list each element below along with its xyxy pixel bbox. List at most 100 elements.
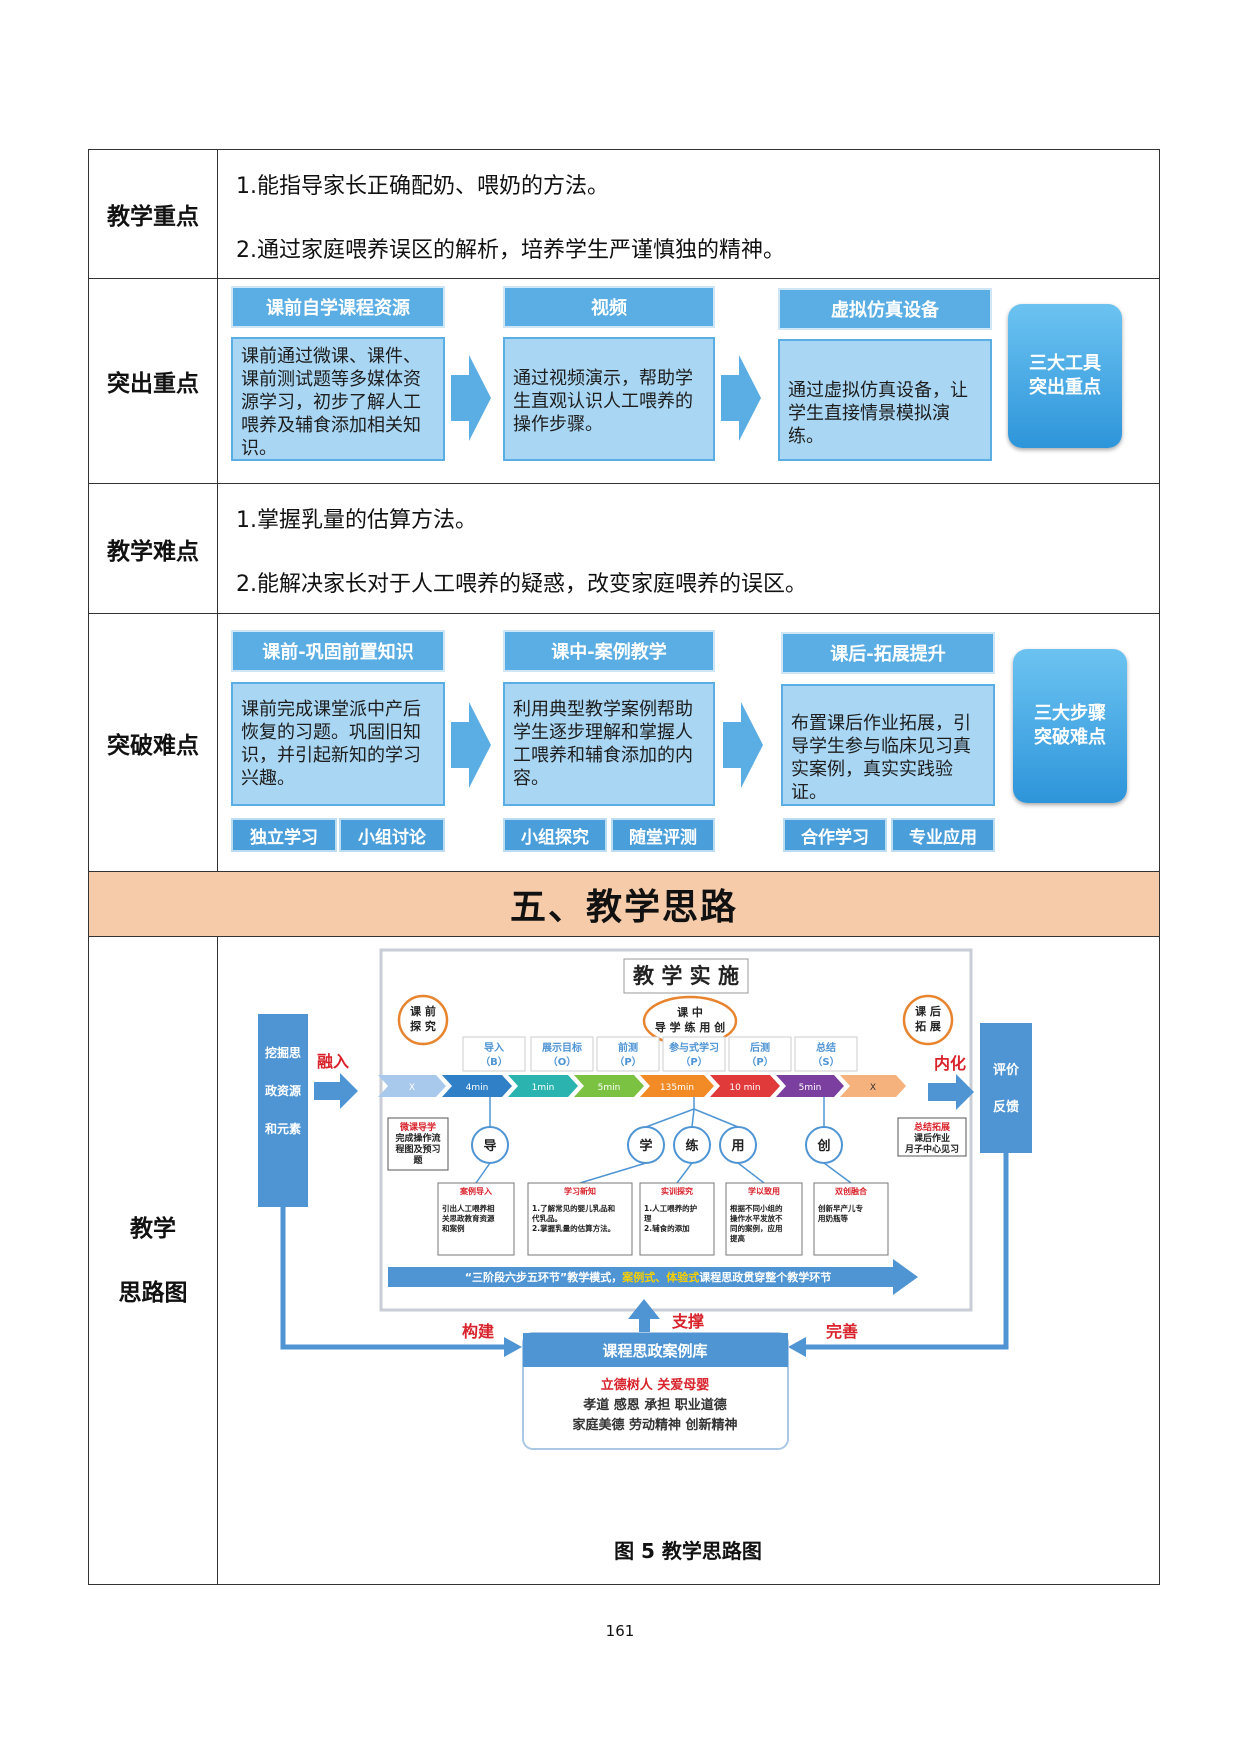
breakthrough-step-3-title: 课后-拓展提升 bbox=[781, 632, 995, 674]
arrow-right-icon bbox=[314, 1073, 358, 1109]
figure-title-box bbox=[623, 958, 749, 994]
lesson-plan-table: 教学重点 1.能指导家长正确配奶、喂奶的方法。 2.通过家庭喂养误区的解析，培养… bbox=[88, 149, 1160, 1585]
case-library-line2: 孝道 感恩 承担 职业道德 bbox=[582, 1397, 727, 1413]
highlight-step-3-title: 虚拟仿真设备 bbox=[778, 288, 992, 330]
circle-pre-class-l2: 探 究 bbox=[410, 1019, 436, 1033]
page-number: 161 bbox=[605, 1622, 635, 1640]
case-library-title: 课程思政案例库 bbox=[602, 1342, 707, 1360]
note-left-l3: 程图及预习 bbox=[395, 1143, 440, 1155]
stage-box bbox=[662, 1036, 726, 1072]
left-source-box bbox=[258, 1014, 308, 1207]
stage-name: 后测 bbox=[750, 1041, 770, 1054]
node-circle bbox=[471, 1126, 509, 1164]
node-label: 创 bbox=[816, 1138, 830, 1154]
breakthrough-step-1-title: 课前-巩固前置知识 bbox=[231, 630, 445, 672]
circle-after-class bbox=[902, 994, 954, 1046]
case-library-line3: 家庭美德 劳动精神 创新精神 bbox=[572, 1417, 737, 1433]
connector-line bbox=[823, 1162, 852, 1184]
highlight-step-2-body: 通过视频演示，帮助学生直观认识人工喂养的操作步骤。 bbox=[503, 337, 715, 461]
stage-box bbox=[462, 1036, 526, 1072]
case-library-line1: 立德树人 关爱母婴 bbox=[601, 1377, 710, 1393]
stage-code: （P） bbox=[746, 1055, 773, 1068]
step-card-title: 双创融合 bbox=[835, 1186, 868, 1196]
stage-code: （B） bbox=[480, 1055, 508, 1068]
tag-in-class-test: 随堂评测 bbox=[611, 818, 715, 852]
row-label-diagram: 教学 思路图 bbox=[88, 936, 218, 1585]
step-card-line: 和案例 bbox=[442, 1223, 465, 1233]
stage-code: （S） bbox=[812, 1055, 839, 1068]
step-card-line: 理 bbox=[644, 1214, 652, 1223]
step-card-line: 根据不同小组的 bbox=[730, 1203, 783, 1213]
timeline-segment bbox=[508, 1075, 578, 1097]
timeline-segment bbox=[710, 1075, 780, 1097]
figure-title: 教 学 实 施 bbox=[633, 964, 739, 988]
highlight-step-1-body: 课前通过微课、课件、课前测试题等多媒体资源学习，初步了解人工喂养及辅食添加相关知… bbox=[231, 337, 445, 461]
timeline-segment bbox=[378, 1075, 446, 1097]
stage-code: （P） bbox=[680, 1055, 707, 1068]
timeline-label: X bbox=[870, 1083, 876, 1093]
step-card-line: 引出人工喂养相 bbox=[442, 1203, 495, 1213]
connector-line bbox=[645, 1108, 695, 1128]
arrow-right-icon bbox=[504, 1337, 522, 1357]
circle-after-class-l2: 拓 展 bbox=[915, 1019, 942, 1033]
step-card-line: 创新早产儿专 bbox=[817, 1203, 863, 1213]
row-label-highlight: 突出重点 bbox=[88, 278, 218, 484]
breakthrough-badge-line1: 三大步骤 bbox=[1034, 703, 1106, 724]
diagram-cell: 教 学 实 施 课 前 探 究 课 中 导 学 练 用 创 课 后 拓 展 挖掘… bbox=[217, 936, 1160, 1585]
step-card-title: 学习新知 bbox=[564, 1186, 596, 1196]
step-card-line: 关思政教育资源 bbox=[442, 1213, 495, 1223]
bottom-banner-arrow bbox=[388, 1259, 918, 1295]
tag-cooperative-learning: 合作学习 bbox=[783, 818, 887, 852]
stage-name: 展示目标 bbox=[542, 1041, 582, 1054]
timeline-segment bbox=[640, 1075, 714, 1097]
key-point-1: 1.能指导家长正确配奶、喂奶的方法。 bbox=[236, 174, 609, 199]
build-connector bbox=[280, 1207, 508, 1350]
breakthrough-step-3-body: 布置课后作业拓展，引导学生参与临床见习真实案例，真实实践验证。 bbox=[781, 684, 995, 806]
step-card-line: 提高 bbox=[730, 1233, 745, 1243]
breakthrough-content: 课前-巩固前置知识 课前完成课堂派中产后恢复的习题。巩固旧知识，并引起新知的学习… bbox=[217, 613, 1160, 872]
key-points-content: 1.能指导家长正确配奶、喂奶的方法。 2.通过家庭喂养误区的解析，培养学生严谨慎… bbox=[217, 149, 1160, 279]
timeline-label: 4min bbox=[466, 1083, 489, 1093]
improve-connector bbox=[802, 1153, 1009, 1350]
timeline-label: 1min bbox=[532, 1083, 555, 1093]
note-right-l1: 总结拓展 bbox=[914, 1121, 950, 1133]
timeline-label: 5min bbox=[598, 1083, 621, 1093]
highlight-content: 课前自学课程资源 课前通过微课、课件、课前测试题等多媒体资源学习，初步了解人工喂… bbox=[217, 278, 1160, 484]
timeline-label: 135min bbox=[660, 1083, 694, 1093]
circle-pre-class-l1: 课 前 bbox=[410, 1004, 436, 1018]
node-label: 导 bbox=[483, 1139, 496, 1154]
right-arrow-label: 内化 bbox=[934, 1054, 966, 1073]
step-card-line: 2.掌握乳量的估算方法。 bbox=[532, 1223, 615, 1233]
right-box-l1: 评价 bbox=[993, 1063, 1020, 1078]
arrow-right-icon bbox=[928, 1074, 974, 1110]
stage-name: 参与式学习 bbox=[669, 1041, 719, 1054]
stage-box bbox=[794, 1036, 858, 1072]
tag-professional-application: 专业应用 bbox=[891, 818, 995, 852]
timeline-segment bbox=[442, 1075, 512, 1097]
node-circle bbox=[673, 1126, 711, 1164]
breakthrough-step-2-title: 课中-案例教学 bbox=[503, 630, 715, 672]
step-card-line: 代乳品。 bbox=[531, 1213, 562, 1223]
timeline-label: 5min bbox=[799, 1083, 822, 1093]
timeline-segment bbox=[574, 1075, 644, 1097]
left-box-l3: 和元素 bbox=[264, 1121, 301, 1136]
node-label: 学 bbox=[639, 1138, 652, 1154]
timeline-segment bbox=[840, 1075, 906, 1097]
teaching-flow-diagram: 教 学 实 施 课 前 探 究 课 中 导 学 练 用 创 课 后 拓 展 挖掘… bbox=[258, 948, 1032, 1450]
step-card bbox=[437, 1182, 515, 1256]
circle-in-class-l1: 课 中 bbox=[677, 1005, 703, 1019]
bottom-banner-text: “三阶段六步五环节”教学模式，案例式、体验式课程思政贯穿整个教学环节 bbox=[465, 1270, 831, 1284]
row-label-key-points: 教学重点 bbox=[88, 149, 218, 279]
note-left-l1: 微课导学 bbox=[399, 1121, 436, 1133]
breakthrough-step-1-body: 课前完成课堂派中产后恢复的习题。巩固旧知识，并引起新知的学习兴趣。 bbox=[231, 682, 445, 806]
step-card bbox=[527, 1182, 633, 1256]
difficulty-1: 1.掌握乳量的估算方法。 bbox=[236, 508, 477, 533]
stage-name: 总结 bbox=[816, 1041, 836, 1054]
improve-label: 完善 bbox=[826, 1322, 858, 1341]
circle-in-class-l2: 导 学 练 用 创 bbox=[655, 1020, 725, 1034]
breakthrough-badge-line2: 突破难点 bbox=[1034, 727, 1106, 748]
highlight-badge-line2: 突出重点 bbox=[1029, 377, 1101, 398]
stage-name: 导入 bbox=[484, 1042, 504, 1054]
circle-after-class-l1: 课 后 bbox=[915, 1004, 941, 1018]
tag-group-discussion: 小组讨论 bbox=[339, 818, 445, 852]
